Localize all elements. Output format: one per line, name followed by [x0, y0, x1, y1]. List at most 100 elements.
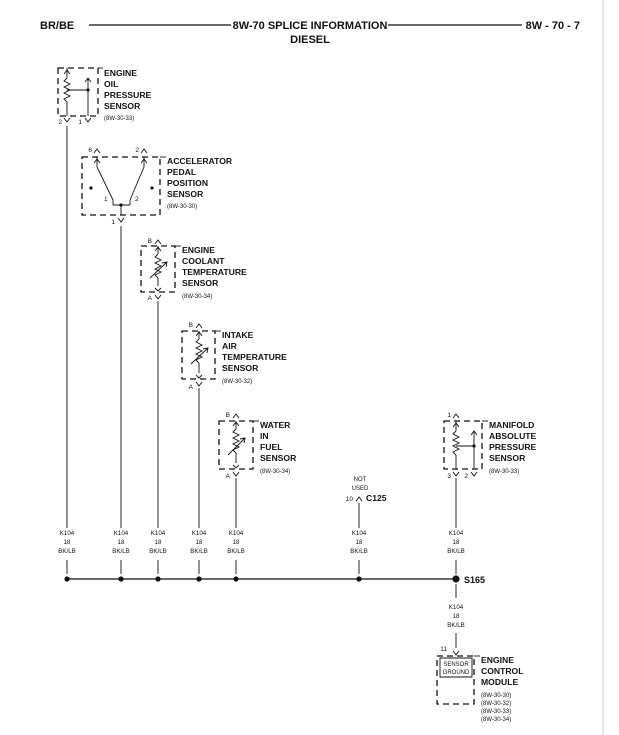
wire-label-app: K104 18 BK/LB — [112, 530, 130, 555]
oil-label-1: ENGINE — [104, 68, 137, 78]
ecm-ref-2: (8W-30-32) — [481, 701, 511, 707]
iat-label-3: TEMPERATURE — [222, 352, 287, 362]
header-model: BR/BE — [40, 20, 74, 32]
splice-node — [452, 575, 460, 583]
ecm-ref-1: (8W-30-30) — [481, 693, 511, 699]
iat-label-2: AIR — [222, 341, 238, 351]
vertical-wires — [66, 126, 457, 648]
app-label-3: POSITION — [167, 178, 208, 188]
header-subtitle: DIESEL — [290, 34, 330, 46]
svg-text:18: 18 — [155, 539, 162, 546]
map-label-1: MANIFOLD — [489, 420, 534, 430]
ect-pin-top: B — [148, 238, 152, 245]
engine-control-module: 11 SENSOR GROUND ENGINE CONTROL MODULE (… — [436, 646, 524, 723]
wire-label-ecm: K104 18 BK/LB — [447, 604, 465, 629]
app-label-1: ACCELERATOR — [167, 156, 233, 166]
wif-pin-bottom: A — [226, 473, 231, 480]
ecm-label-2: CONTROL — [481, 666, 524, 676]
ecm-ref-4: (8W-30-34) — [481, 717, 511, 723]
svg-text:18: 18 — [64, 539, 71, 546]
ect-label-4: SENSOR — [182, 278, 219, 288]
ecm-inner-2: GROUND — [443, 670, 470, 676]
oil-pin-right: 1 — [78, 119, 82, 126]
map-pin-left: 3 — [447, 473, 451, 480]
svg-text:K104: K104 — [229, 530, 244, 537]
ect-label-1: ENGINE — [182, 245, 215, 255]
svg-text:BK/LB: BK/LB — [58, 548, 76, 555]
ecm-label-3: MODULE — [481, 677, 519, 687]
ecm-sensor-ground-box — [439, 657, 473, 678]
splice-s165: S165 — [64, 575, 485, 585]
map-label-3: PRESSURE — [489, 442, 537, 452]
c125-arrow-icon — [355, 496, 363, 502]
connector-c125: NOT USED 10 C125 — [346, 477, 387, 503]
app-pin-inner-right: 2 — [135, 196, 139, 203]
oil-pin-left: 2 — [58, 119, 62, 126]
iat-label-4: SENSOR — [222, 363, 259, 373]
ecm-label-1: ENGINE — [481, 655, 514, 665]
iat-ref: (8W-30-32) — [222, 379, 252, 385]
wire-label-oil: K104 18 BK/LB — [58, 530, 76, 555]
wire-label-wif: K104 18 BK/LB — [227, 530, 245, 555]
wire-label-c125: K104 18 BK/LB — [350, 530, 368, 555]
svg-text:K104: K104 — [114, 530, 129, 537]
thermistor-icon — [153, 253, 163, 286]
ecm-ref-3: (8W-30-33) — [481, 709, 511, 715]
map-label-4: SENSOR — [489, 453, 526, 463]
svg-text:K104: K104 — [352, 530, 367, 537]
wif-label-1: WATER — [260, 420, 291, 430]
map-sensor: 1 3 2 MANIFOLD ABSOLUTE PRESSURE SENSOR … — [443, 412, 537, 480]
map-label-2: ABSOLUTE — [489, 431, 537, 441]
svg-text:BK/LB: BK/LB — [190, 548, 208, 555]
svg-text:BK/LB: BK/LB — [447, 548, 465, 555]
app-ref: (8W-30-30) — [167, 204, 197, 210]
iat-label-1: INTAKE — [222, 330, 254, 340]
svg-text:18: 18 — [118, 539, 125, 546]
svg-text:K104: K104 — [449, 530, 464, 537]
map-ref: (8W-30-33) — [489, 469, 519, 475]
wire-label-ect: K104 18 BK/LB — [149, 530, 167, 555]
oil-label-2: OIL — [104, 79, 118, 89]
wif-ref: (8W-30-34) — [260, 469, 290, 475]
thermistor-icon — [231, 428, 241, 463]
svg-text:18: 18 — [453, 613, 460, 620]
coolant-temp-sensor: B A ENGINE COOLANT TEMPERATURE SENSOR (8… — [140, 238, 247, 302]
thermistor-icon — [194, 338, 204, 373]
wire-label-map: K104 18 BK/LB — [447, 530, 465, 555]
wif-label-4: SENSOR — [260, 453, 297, 463]
app-pin-inner-left: 1 — [104, 196, 108, 203]
app-label-4: SENSOR — [167, 189, 204, 199]
app-pin-top-left: 6 — [88, 147, 92, 154]
header-page-number: 8W - 70 - 7 — [526, 20, 580, 32]
ect-label-3: TEMPERATURE — [182, 267, 247, 277]
app-label-2: PEDAL — [167, 167, 196, 177]
wif-pin-top: B — [226, 412, 230, 419]
c125-pin: 10 — [346, 496, 354, 503]
wif-label-3: FUEL — [260, 442, 282, 452]
svg-text:18: 18 — [196, 539, 203, 546]
svg-text:K104: K104 — [151, 530, 166, 537]
svg-text:K104: K104 — [192, 530, 207, 537]
accelerator-pedal-sensor: 6 2 1 2 1 ACCELERATOR PEDAL POSITION SEN… — [81, 147, 233, 226]
wif-label-2: IN — [260, 431, 269, 441]
c125-name: C125 — [366, 493, 387, 503]
splice-name: S165 — [464, 575, 485, 585]
app-pin-top-right: 2 — [135, 147, 139, 154]
iat-pin-top: B — [189, 322, 193, 329]
c125-note-1: NOT — [354, 477, 367, 483]
svg-text:K104: K104 — [449, 604, 464, 611]
svg-text:BK/LB: BK/LB — [227, 548, 245, 555]
map-pin-right: 2 — [464, 473, 468, 480]
oil-pressure-sensor: 2 1 ENGINE OIL PRESSURE SENSOR (8W-30-33… — [57, 67, 152, 126]
water-in-fuel-sensor: B A WATER IN FUEL SENSOR (8W-30-34) — [218, 412, 297, 480]
svg-text:BK/LB: BK/LB — [149, 548, 167, 555]
svg-text:BK/LB: BK/LB — [447, 622, 465, 629]
intake-air-temp-sensor: B A INTAKE AIR TEMPERATURE SENSOR (8W-30… — [181, 322, 287, 391]
oil-ref: (8W-30-33) — [104, 116, 134, 122]
ect-pin-bottom: A — [148, 295, 153, 302]
svg-text:K104: K104 — [60, 530, 75, 537]
map-pin-top: 1 — [447, 412, 451, 419]
wire-label-iat: K104 18 BK/LB — [190, 530, 208, 555]
iat-pin-bottom: A — [189, 384, 194, 391]
